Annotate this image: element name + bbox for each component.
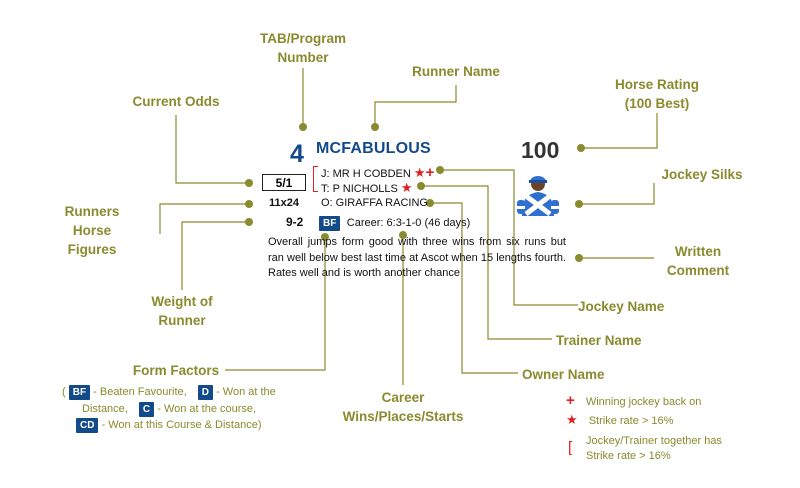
line-horse-rating [584,113,658,149]
line-trainer-name [424,185,552,340]
line-form-factors [225,240,326,371]
label-career: Career Wins/Places/Starts [342,390,464,424]
plus-icon: + [566,392,575,409]
line-runner-figures [159,203,246,234]
badge-cd: CD [76,418,99,433]
legend-star: ★ Strike rate > 16% [566,412,674,427]
dot-trainer-name [417,182,425,190]
legend-plus: + Winning jockey back on [566,392,702,409]
jockey-line: J: MR H COBDEN ★+ [321,164,434,181]
label-horse-rating: Horse Rating (100 Best) [614,77,699,111]
label-jockey-name: Jockey Name [578,299,665,314]
form-badge-bf: BF [319,216,341,231]
line-runner-name [374,85,457,123]
dot-tab-number [299,123,307,131]
written-comment: Overall jumps form good with three wins … [268,236,566,279]
bracket-icon: [ [568,439,573,456]
label-form-factors: Form Factors [132,363,220,378]
badge-d: D [197,385,213,400]
label-runner-name: Runner Name [412,64,500,79]
dot-jockey-name [436,166,444,174]
jockey-name: J: MR H COBDEN [321,168,411,180]
label-trainer-name: Trainer Name [556,333,642,348]
line-jockey-name [444,169,578,306]
horse-rating: 100 [521,137,560,163]
dot-owner-name [426,199,434,207]
trainer-line: T: P NICHOLLS ★ [321,180,413,196]
star-icon: ★ [413,165,426,180]
star-icon: ★ [400,180,413,195]
dot-form-factors [321,233,329,241]
dot-horse-rating [577,144,585,152]
label-written-comment: Written Comment [666,244,730,278]
trainer-name: T: P NICHOLLS [321,183,398,195]
label-current-odds: Current Odds [132,94,220,109]
label-tab-program-number: TAB/Program Number [259,31,346,65]
career-stats: Career: 6:3-1-0 (46 days) [346,217,471,229]
owner-name: O: GIRAFFA RACING [321,197,428,209]
dot-career [399,231,407,239]
form-factors-row-2: Distance, C - Won at the course, [82,402,257,417]
jockey-silks-icon [517,176,559,216]
star-icon: ★ [566,412,578,427]
dot-jockey-silks [575,200,583,208]
jockey-trainer-bracket [313,166,318,192]
line-current-odds [175,115,246,184]
form-factors-row-3: CD - Won at this Course & Distance) [76,417,261,433]
runner-name: MCFABULOUS [316,140,431,157]
dot-runner-figures [245,200,253,208]
label-jockey-silks: Jockey Silks [661,167,743,182]
career-line: BF Career: 6:3-1-0 (46 days) [319,213,470,231]
label-owner-name: Owner Name [522,367,605,382]
dot-weight [245,218,253,226]
line-jockey-silks [582,183,655,205]
badge-bf: BF [68,385,91,400]
tab-number: 4 [290,140,304,168]
badge-c: C [138,402,155,417]
legend-bracket: [ Jockey/Trainer together has Strike rat… [568,435,722,462]
dot-written-comment [575,254,583,262]
line-owner-name [433,202,518,374]
form-factors-row-1: ( BF - Beaten Favourite, D - Won at the [62,385,276,400]
dot-current-odds [245,179,253,187]
label-runners-horse-figures: Runners Horse Figures [64,204,120,257]
label-weight-of-runner: Weight of Runner [151,294,213,328]
plus-icon: + [425,164,435,181]
runner-figures: 11x24 [269,197,299,209]
line-weight [181,221,246,290]
current-odds: 5/1 [262,174,306,191]
runner-weight: 9-2 [286,215,304,229]
dot-runner-name [371,123,379,131]
